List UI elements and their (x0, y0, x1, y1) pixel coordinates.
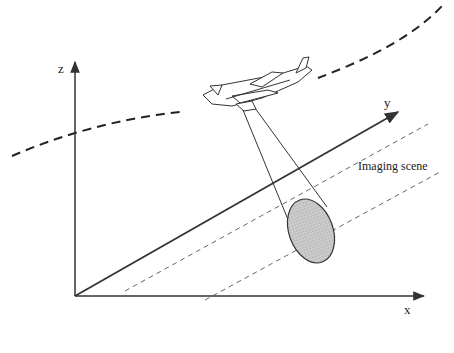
y-axis (75, 112, 398, 296)
beam-footprint (279, 192, 343, 269)
z-axis (74, 62, 76, 296)
beam-edge (255, 108, 327, 207)
airplane (203, 57, 312, 111)
axis-label: y (384, 96, 391, 109)
swath-edge (205, 172, 440, 300)
scene-label: Imaging scene (358, 160, 428, 172)
axis-label: x (404, 303, 411, 316)
swath-edge (125, 124, 428, 291)
axis-label: z (58, 62, 64, 75)
beam-edge (243, 110, 289, 222)
x-axis (75, 295, 424, 297)
flight-path (12, 6, 442, 156)
